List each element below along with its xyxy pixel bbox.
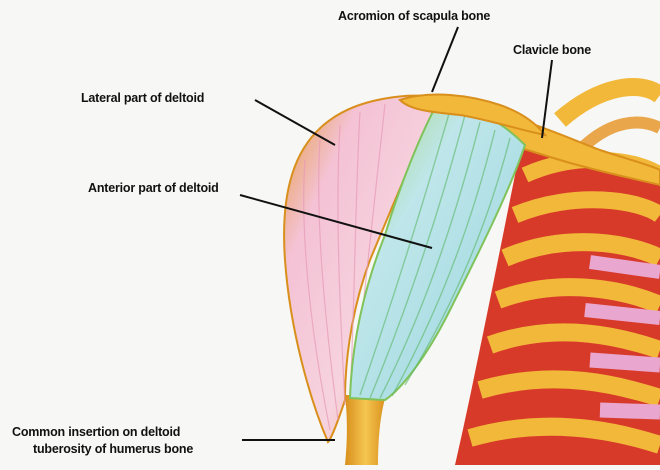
lateral-deltoid-label: Lateral part of deltoid bbox=[81, 91, 204, 106]
humerus-bone bbox=[345, 395, 386, 465]
clavicle-label: Clavicle bone bbox=[513, 43, 591, 58]
acromion-leader bbox=[432, 27, 458, 92]
lateral-leader bbox=[255, 100, 335, 145]
anterior-deltoid-label: Anterior part of deltoid bbox=[88, 181, 219, 196]
insertion-label-line2: tuberosity of humerus bone bbox=[33, 442, 193, 457]
clavicle-leader bbox=[542, 60, 552, 138]
insertion-label-line1: Common insertion on deltoid bbox=[12, 425, 180, 440]
acromion-label: Acromion of scapula bone bbox=[338, 9, 490, 24]
